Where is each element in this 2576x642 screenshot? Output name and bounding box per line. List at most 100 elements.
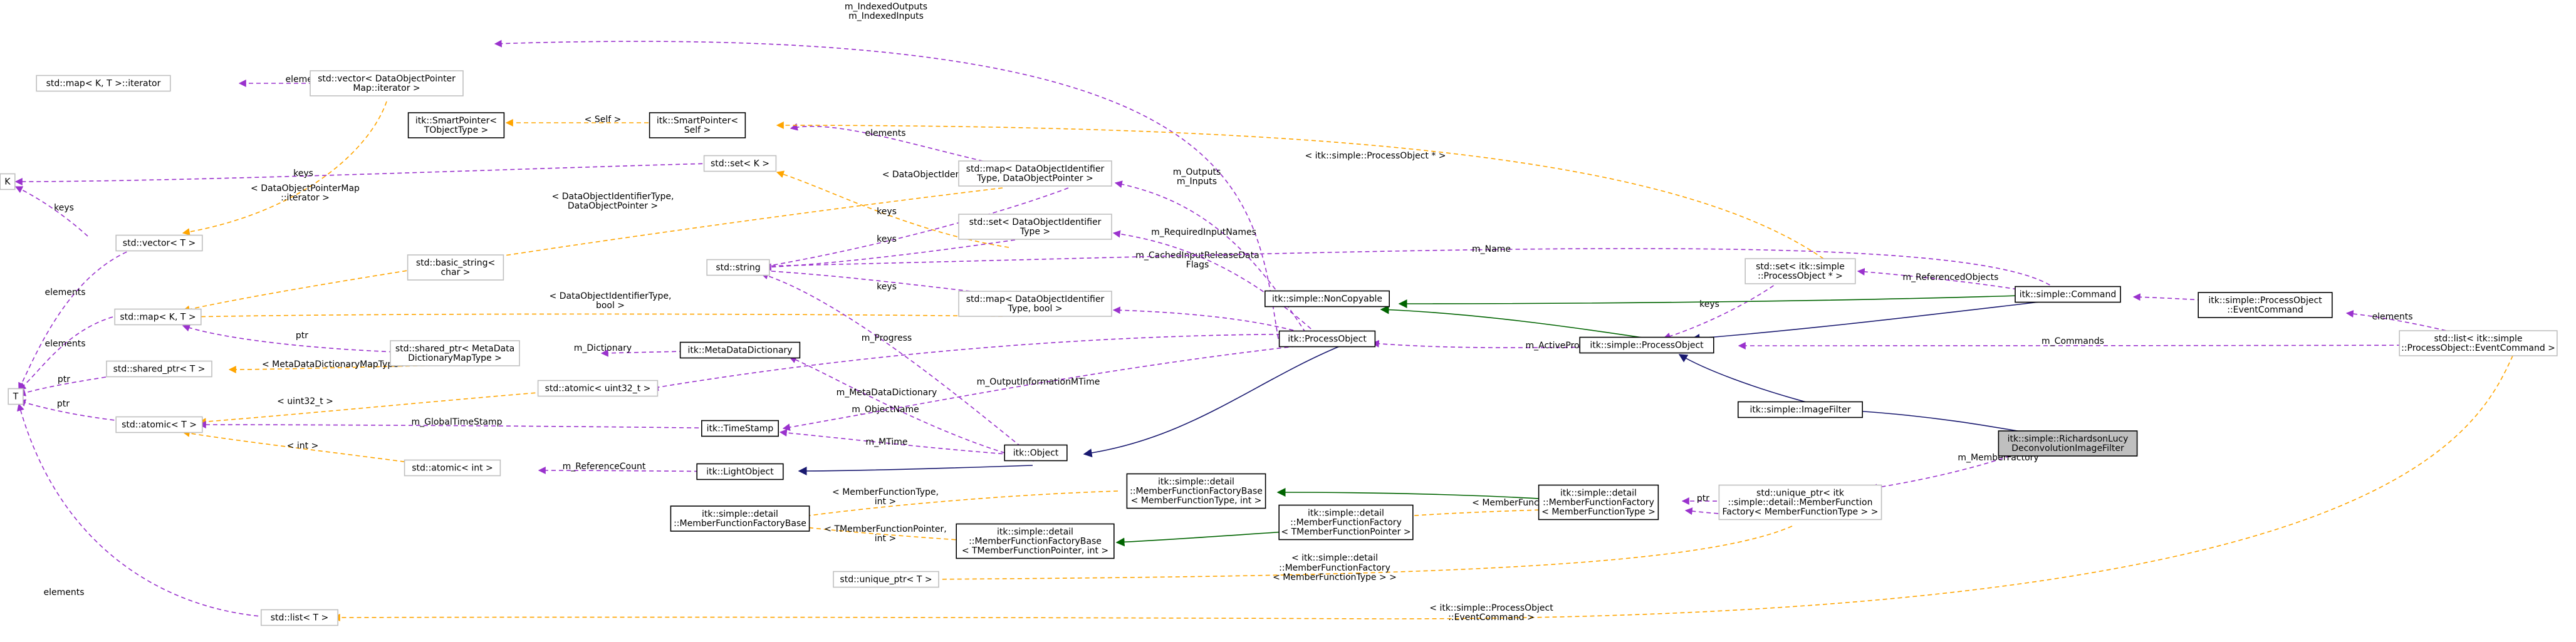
class-node-basic-string[interactable]: std::basic_string<char > bbox=[407, 254, 504, 281]
class-node-meta-dict[interactable]: itk::MetaDataDictionary bbox=[679, 341, 801, 359]
edge-label: < TMemberFunctionPointer, bbox=[824, 524, 946, 534]
class-node-list-event[interactable]: std::list< itk::simple::ProcessObject::E… bbox=[2399, 330, 2558, 356]
class-node-map-doi-bool[interactable]: std::map< DataObjectIdentifierType, bool… bbox=[958, 291, 1112, 317]
class-node-noncopyable[interactable]: itk::simple::NonCopyable bbox=[1265, 290, 1390, 308]
class-node-command[interactable]: itk::simple::Command bbox=[2015, 286, 2121, 303]
class-node-atomic-t[interactable]: std::atomic< T > bbox=[115, 416, 203, 433]
edge-usage: m_OutputInformationMTime bbox=[782, 341, 1342, 432]
node-label: std::vector< T > bbox=[123, 239, 196, 249]
node-label: ::MemberFunctionFactoryBase bbox=[674, 519, 806, 529]
edge-usage: m_Commands bbox=[1738, 336, 2469, 349]
edge-label: elements bbox=[44, 339, 85, 349]
node-box bbox=[1579, 336, 1714, 354]
node-label: char > bbox=[441, 267, 470, 277]
edge-path bbox=[779, 429, 1033, 457]
class-node-K[interactable]: K bbox=[0, 173, 16, 190]
node-box bbox=[1538, 484, 1659, 520]
node-label: std::shared_ptr< MetaData bbox=[395, 344, 514, 354]
edge-path bbox=[18, 316, 113, 390]
edge-path bbox=[182, 324, 439, 354]
edge-usage: m_RequiredInputNames bbox=[1112, 227, 1323, 339]
node-label: std::unique_ptr< itk bbox=[1756, 489, 1845, 499]
edge-path bbox=[1869, 450, 2025, 492]
edge-path bbox=[758, 248, 2062, 295]
class-node-object[interactable]: itk::Object bbox=[1004, 444, 1068, 462]
class-node-map-dop[interactable]: std::map< DataObjectIdentifierType, Data… bbox=[958, 160, 1112, 187]
edge-label: ::EventCommand > bbox=[1448, 613, 1535, 623]
node-label: itk::simple::detail bbox=[1308, 509, 1384, 519]
class-node-T[interactable]: T bbox=[8, 388, 24, 405]
edge-label: ptr bbox=[58, 375, 70, 385]
class-node-shared-ptr-meta[interactable]: std::shared_ptr< MetaDataDictionaryMapTy… bbox=[390, 340, 520, 366]
edge-label: < MemberFunctionType > > bbox=[1273, 572, 1397, 582]
node-label: std::set< itk::simple bbox=[1756, 262, 1845, 272]
edge-label: < MemberFunctionType, bbox=[832, 487, 939, 497]
edge-path bbox=[782, 341, 1342, 432]
edge-inherit-public bbox=[1691, 299, 2062, 343]
node-box bbox=[958, 160, 1112, 187]
class-node-atomic-u32[interactable]: std::atomic< uint32_t > bbox=[537, 380, 659, 397]
node-label: ::ProcessObject::EventCommand > bbox=[2401, 343, 2555, 353]
edge-label: m_ReferencedObjects bbox=[1903, 272, 1999, 282]
edge-label: m_Commands bbox=[2042, 336, 2104, 346]
class-node-s-process-object[interactable]: itk::simple::ProcessObject bbox=[1579, 336, 1714, 354]
class-node-unique-mff[interactable]: std::unique_ptr< itk::simple::detail::Me… bbox=[1718, 484, 1882, 520]
class-node-atomic-int[interactable]: std::atomic< int > bbox=[404, 459, 501, 477]
class-node-mfb[interactable]: itk::simple::detail::MemberFunctionFacto… bbox=[670, 505, 810, 532]
edge-path bbox=[187, 313, 1003, 321]
node-label: std::map< K, T > bbox=[120, 313, 196, 323]
class-node-event-command[interactable]: itk::simple::ProcessObject::EventCommand bbox=[2198, 292, 2333, 318]
node-label: std::basic_string< bbox=[416, 258, 495, 268]
node-box bbox=[958, 214, 1112, 240]
edge-usage: keys bbox=[14, 186, 88, 237]
class-node-list-t[interactable]: std::list< T > bbox=[260, 609, 338, 626]
node-label: ::MemberFunctionFactory bbox=[1290, 518, 1402, 528]
edge-label: m_OutputInformationMTime bbox=[977, 377, 1100, 387]
node-label: DictionaryMapType > bbox=[408, 353, 502, 363]
node-label: std::map< K, T >::iterator bbox=[46, 79, 161, 89]
class-node-set-doi[interactable]: std::set< DataObjectIdentifierType > bbox=[958, 214, 1112, 240]
class-node-set-k[interactable]: std::set< K > bbox=[703, 155, 777, 172]
class-node-map-iter[interactable]: std::map< K, T >::iterator bbox=[36, 75, 171, 92]
node-label: < TMemberFunctionPointer, int > bbox=[962, 546, 1108, 556]
class-node-vec-dop[interactable]: std::vector< DataObjectPointerMap::itera… bbox=[310, 70, 464, 96]
class-node-shared-ptr-t[interactable]: std::shared_ptr< T > bbox=[106, 360, 212, 378]
node-box bbox=[407, 112, 505, 138]
node-box bbox=[958, 291, 1112, 317]
edge-template: < itk::simple::detail::MemberFunctionFac… bbox=[920, 526, 1793, 583]
class-node-image-filter[interactable]: itk::simple::ImageFilter bbox=[1738, 401, 1864, 418]
edge-label: m_Name bbox=[1472, 244, 1511, 254]
edge-path bbox=[1662, 276, 1786, 340]
class-node-rl-filter[interactable]: itk::simple::RichardsonLucyDeconvolution… bbox=[1998, 430, 2138, 457]
class-node-light-object[interactable]: itk::LightObject bbox=[696, 463, 784, 480]
edge-template: < uint32_t > bbox=[198, 388, 596, 426]
edge-label: m_ReferenceCount bbox=[563, 462, 646, 472]
class-node-smartptr-t[interactable]: itk::SmartPointer<TObjectType > bbox=[407, 112, 505, 138]
class-node-mff-mft[interactable]: itk::simple::detail::MemberFunctionFacto… bbox=[1538, 484, 1659, 520]
class-node-set-spo[interactable]: std::set< itk::simple::ProcessObject * > bbox=[1744, 258, 1856, 284]
node-label: std::atomic< uint32_t > bbox=[545, 384, 651, 394]
class-node-mfb-tmf[interactable]: itk::simple::detail::MemberFunctionFacto… bbox=[956, 523, 1115, 559]
class-node-unique-t[interactable]: std::unique_ptr< T > bbox=[833, 571, 939, 588]
class-node-timestamp[interactable]: itk::TimeStamp bbox=[701, 420, 780, 437]
node-label: itk::simple::ProcessObject bbox=[1590, 341, 1704, 351]
edge-usage: keys bbox=[758, 187, 1069, 271]
class-node-map-kt[interactable]: std::map< K, T > bbox=[114, 308, 202, 326]
edge-path bbox=[2132, 293, 2225, 302]
class-node-mff-tmf[interactable]: itk::simple::detail::MemberFunctionFacto… bbox=[1278, 504, 1414, 541]
class-node-mfb-mft[interactable]: itk::simple::detail::MemberFunctionFacto… bbox=[1126, 473, 1266, 509]
edge-path bbox=[1112, 230, 1323, 339]
node-label: ::MemberFunctionFactoryBase bbox=[969, 537, 1102, 547]
class-node-process-object[interactable]: itk::ProcessObject bbox=[1278, 330, 1376, 348]
node-box bbox=[8, 388, 24, 405]
edge-usage: m_MetaDataDictionary bbox=[788, 356, 1035, 462]
edge-label: m_Dictionary bbox=[574, 343, 632, 353]
node-label: std::list< itk::simple bbox=[2434, 334, 2523, 344]
node-label: ::ProcessObject * > bbox=[1758, 271, 1843, 281]
node-box bbox=[706, 259, 770, 276]
class-node-vector-t[interactable]: std::vector< T > bbox=[115, 234, 203, 252]
class-node-string[interactable]: std::string bbox=[706, 259, 770, 276]
node-box bbox=[106, 360, 212, 378]
class-node-smartptr-self[interactable]: itk::SmartPointer<Self > bbox=[649, 112, 746, 138]
edge-label: m_Inputs bbox=[1177, 177, 1217, 187]
